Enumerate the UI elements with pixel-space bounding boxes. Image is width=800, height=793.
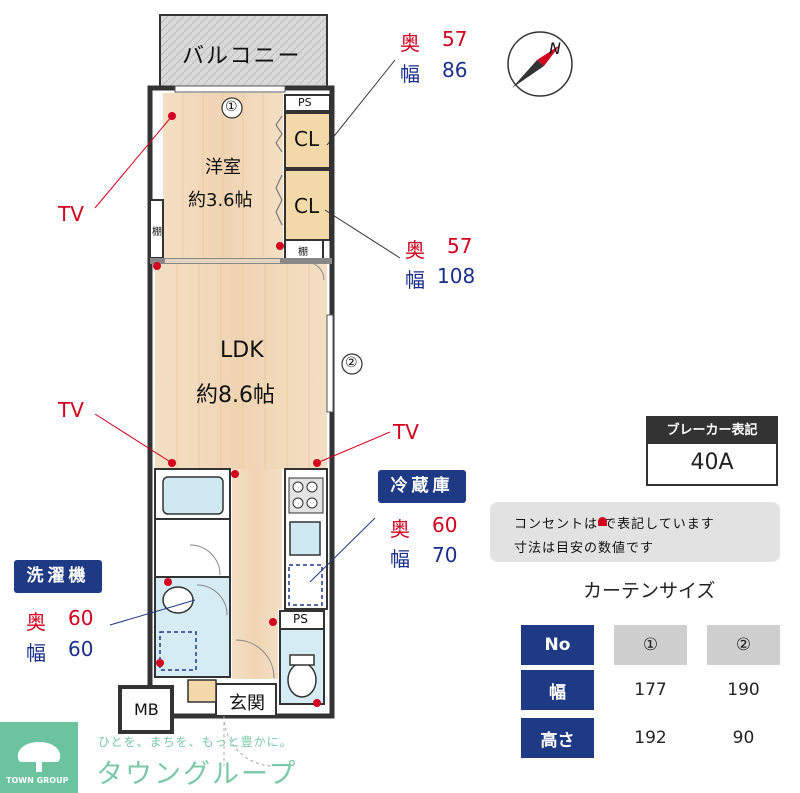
ps-top: [284, 94, 331, 112]
closet1-width: 86: [442, 58, 468, 82]
shelf-left-label: 棚: [152, 227, 162, 238]
western-room-size: 約3.6帖: [188, 190, 253, 211]
closet1-depth-label: 奥: [400, 31, 420, 55]
fridge-width-label: 幅: [390, 547, 410, 571]
washer-depth-label: 奥: [26, 610, 46, 634]
curtain-width-2: 190: [707, 670, 780, 710]
closet2-depth-label: 奥: [405, 238, 425, 262]
closet-2-label: CL: [294, 194, 320, 218]
western-room-label: 洋室: [205, 157, 241, 178]
ldk-size: 約8.6帖: [196, 383, 275, 408]
ps-bottom-label: PS: [293, 612, 308, 626]
closet2-width: 108: [437, 264, 476, 288]
outlet-legend-icon: [598, 517, 607, 526]
compass-north-label: N: [549, 39, 561, 58]
tv-label-ldk: TV: [58, 398, 84, 422]
closet-2: [284, 169, 331, 241]
curtain-width-1: 177: [614, 670, 687, 710]
tv-label-kitchen: TV: [393, 420, 419, 444]
curtain-header-no: No: [521, 625, 594, 665]
curtain-height-1: 192: [614, 718, 687, 758]
breaker-title: ブレーカー表記: [648, 418, 776, 444]
fridge-width: 70: [432, 543, 458, 567]
breaker-box: ブレーカー表記 40A: [646, 416, 778, 486]
closet1-depth: 57: [442, 27, 468, 51]
brand-tagline: ひとを、まちを、もっと豊かに。: [98, 735, 293, 749]
closet1-width-label: 幅: [400, 62, 420, 86]
washer-title: 洗濯機: [14, 560, 102, 593]
brand-name: タウングループ: [96, 759, 298, 790]
legend-box: コンセントは で表記しています 寸法は目安の数値です: [490, 502, 780, 562]
curtain-header-2: ②: [707, 625, 780, 665]
tv-label-western: TV: [58, 202, 84, 226]
window-2-label: ②: [345, 355, 358, 371]
ps-top-label: PS: [298, 96, 312, 109]
entrance-label: 玄関: [229, 693, 265, 714]
meter-box: [118, 685, 174, 734]
fridge-depth-label: 奥: [390, 517, 410, 541]
curtain-row-width-label: 幅: [521, 670, 594, 710]
breaker-value: 40A: [690, 450, 734, 475]
closet-1: [284, 112, 331, 169]
washer-depth: 60: [68, 606, 94, 630]
compass-icon: [507, 31, 573, 97]
washer-width: 60: [68, 637, 94, 661]
ldk-floor: [155, 264, 327, 469]
curtain-height-2: 90: [707, 718, 780, 758]
curtain-title: カーテンサイズ: [583, 580, 716, 602]
ldk-label: LDK: [220, 338, 264, 363]
balcony-window: [174, 85, 286, 93]
shelf-right-label: 棚: [298, 247, 308, 258]
corridor-floor: [232, 469, 282, 609]
closet2-depth: 57: [447, 234, 473, 258]
legend-line-2: 寸法は目安の数値です: [514, 541, 655, 556]
window-1-label: ①: [225, 99, 238, 115]
fridge-depth: 60: [432, 513, 458, 537]
wash-room: [154, 518, 231, 578]
mb-label: MB: [134, 700, 159, 719]
town-group-logo-icon: [0, 722, 78, 793]
curtain-row-height-label: 高さ: [521, 718, 594, 758]
ldk-window: [326, 314, 334, 413]
closet2-width-label: 幅: [405, 268, 425, 292]
closet-1-label: CL: [294, 127, 320, 151]
washer-width-label: 幅: [26, 641, 46, 665]
balcony-label: バルコニー: [182, 44, 302, 69]
legend-line-1: コンセントは で表記しています: [514, 517, 715, 532]
brand-logo-text: TOWN GROUP: [6, 776, 69, 785]
balcony-area: [159, 14, 328, 89]
fridge-title: 冷蔵庫: [378, 470, 466, 503]
curtain-header-1: ①: [614, 625, 687, 665]
entrance: [215, 683, 277, 717]
